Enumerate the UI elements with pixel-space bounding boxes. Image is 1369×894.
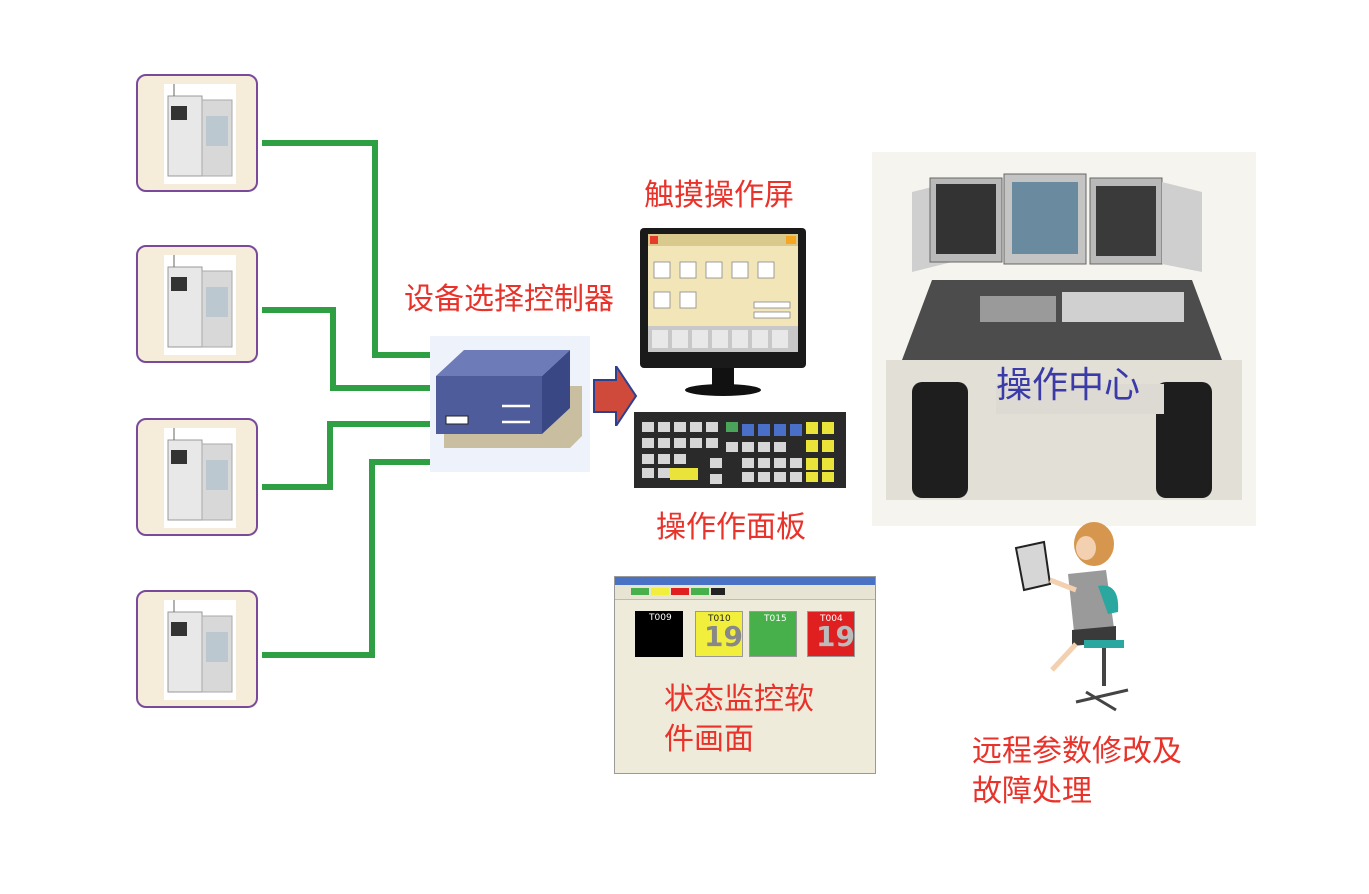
monitoring-label-line2: 件画面 <box>664 722 754 757</box>
machine-tool-icon <box>164 255 236 355</box>
remote-label-line1: 远程参数修改及 <box>972 734 1182 769</box>
window-title-bar <box>615 577 875 585</box>
machine-tool-icon <box>164 600 236 700</box>
machine-card-2[interactable] <box>136 245 258 363</box>
tile-id: T009 <box>649 613 672 623</box>
connector-line-2 <box>262 307 430 391</box>
touchscreen-monitor[interactable] <box>640 228 806 398</box>
remote-label-line2: 故障处理 <box>972 774 1092 809</box>
machine-card-4[interactable] <box>136 590 258 708</box>
tile-id: T010 <box>708 614 731 624</box>
status-tile-2[interactable]: T010 19 <box>695 611 743 657</box>
machine-tool-icon <box>164 84 236 184</box>
machine-card-1[interactable] <box>136 74 258 192</box>
connector-line-3 <box>262 421 430 490</box>
flow-arrow <box>593 366 638 426</box>
connector-line-4 <box>262 459 430 658</box>
selector-label: 设备选择控制器 <box>404 282 614 317</box>
monitoring-software-window[interactable]: T009 T010 19 T015 T004 19 <box>614 576 876 774</box>
tile-count: 19 <box>704 620 743 653</box>
status-tile-3[interactable]: T015 <box>749 611 797 657</box>
monitoring-label-line1: 状态监控软 <box>664 682 814 717</box>
tile-id: T015 <box>764 614 787 624</box>
remote-label: 远程参数修改及 故障处理 <box>972 732 1182 812</box>
operator-person-icon <box>1014 522 1129 712</box>
monitoring-label: 状态监控软 件画面 <box>664 680 814 760</box>
operation-center-console[interactable] <box>872 152 1256 526</box>
status-tile-4[interactable]: T004 19 <box>807 611 855 657</box>
tile-id: T004 <box>820 614 843 624</box>
operation-panel-keyboard[interactable] <box>634 412 846 488</box>
window-toolbar <box>615 585 875 600</box>
machine-tool-icon <box>164 428 236 528</box>
tile-count: 19 <box>816 620 855 653</box>
operation-center-label: 操作中心 <box>996 365 1141 406</box>
machine-card-3[interactable] <box>136 418 258 536</box>
status-tile-1[interactable]: T009 <box>635 611 683 657</box>
touchscreen-label: 触摸操作屏 <box>644 178 794 213</box>
panel-label: 操作作面板 <box>656 510 806 545</box>
connector-line-1 <box>262 140 430 358</box>
selector-controller-box[interactable] <box>430 336 590 472</box>
